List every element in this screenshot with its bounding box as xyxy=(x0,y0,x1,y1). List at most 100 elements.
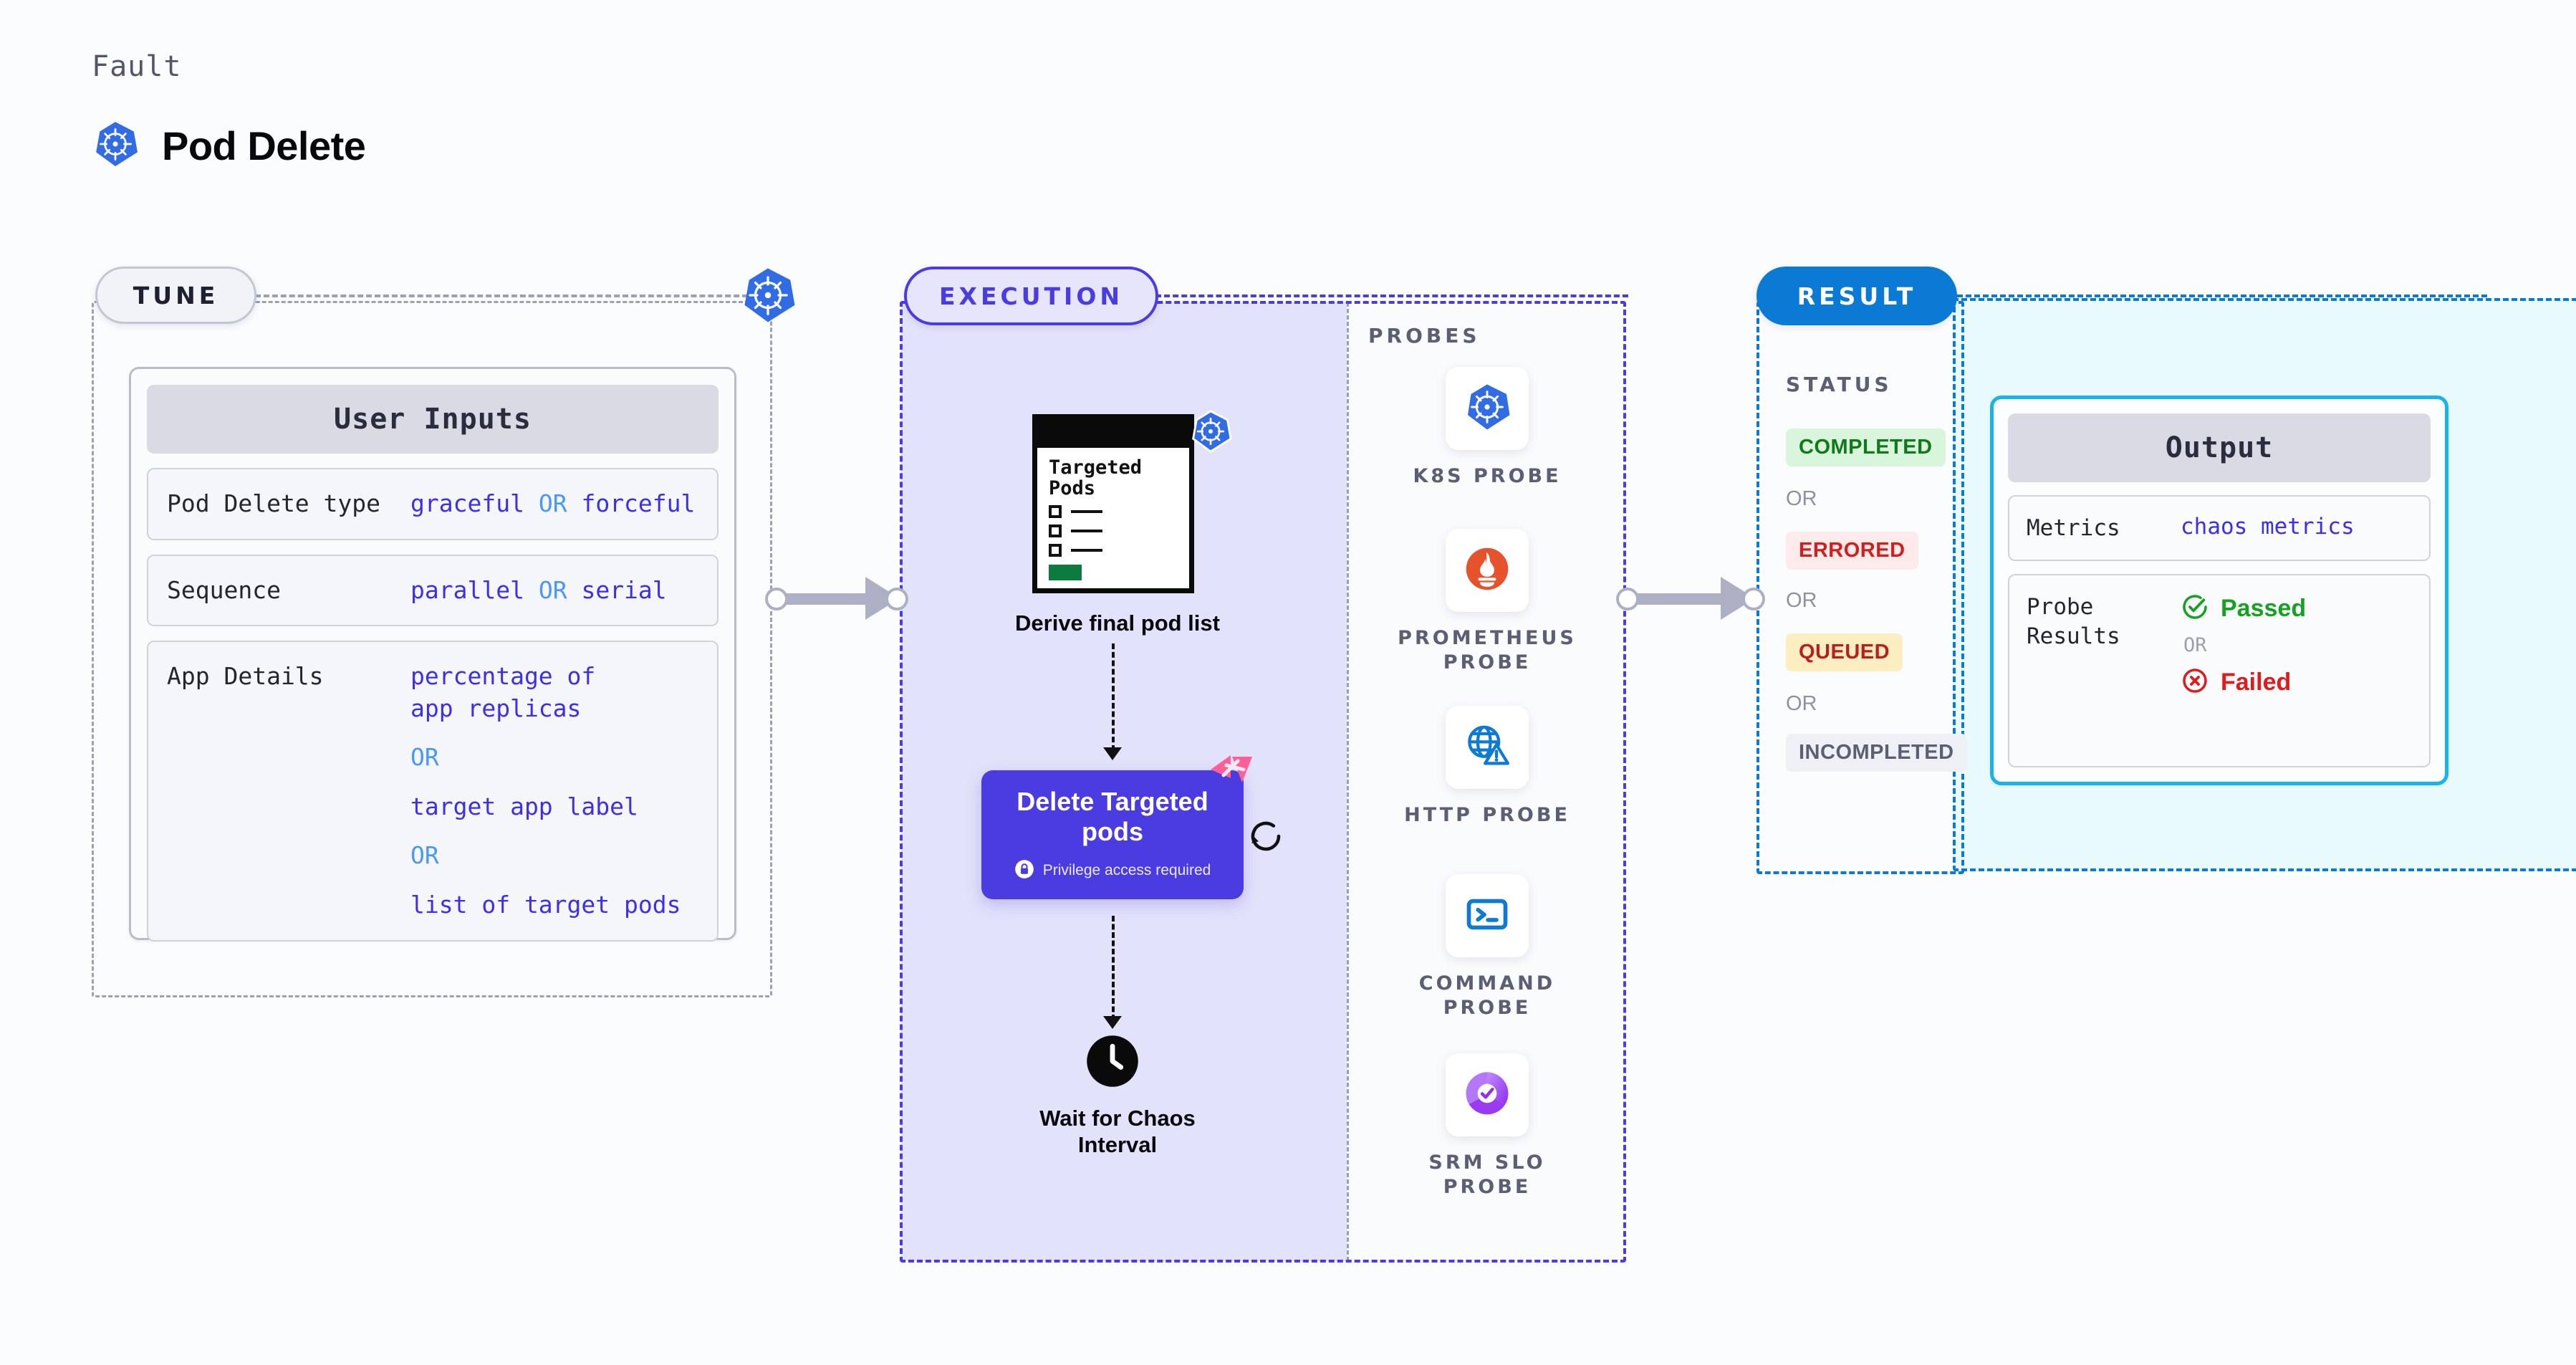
delete-targeted-pods-node[interactable]: Delete Targeted pods Privilege access re… xyxy=(981,770,1244,899)
status-badge-completed: COMPLETED xyxy=(1786,428,1946,466)
probe-icon-tile xyxy=(1446,1053,1529,1136)
targeted-pods-title-line2: Pods xyxy=(1049,476,1096,499)
execution-pill[interactable]: EXECUTION xyxy=(904,267,1158,325)
terminal-icon xyxy=(1463,890,1512,942)
checkbox-icon xyxy=(1049,525,1062,538)
row-key-line1: Probe xyxy=(2027,594,2094,621)
tune-to-execution-arrow xyxy=(765,566,908,631)
card-titlebar xyxy=(1037,419,1189,448)
targeted-pods-card: Targeted Pods xyxy=(1032,414,1194,593)
globe-warning-icon xyxy=(1463,722,1512,774)
probe-label-line1: SRM SLO xyxy=(1428,1151,1546,1174)
output-row-probe-results[interactable]: Probe Results Passed OR xyxy=(2008,574,2431,768)
execution-to-result-arrow xyxy=(1616,566,1767,631)
status-or: OR xyxy=(1786,692,1817,715)
probe-item-prometheus[interactable]: PROMETHEUS PROBE xyxy=(1347,529,1628,675)
pod-list-item xyxy=(1049,505,1178,519)
row-key: Sequence xyxy=(167,575,281,604)
probe-label-line1: COMMAND xyxy=(1418,972,1556,995)
value-forceful: forceful xyxy=(581,489,696,517)
status-badge-errored: ERRORED xyxy=(1786,532,1918,570)
output-row-metrics[interactable]: Metrics chaos metrics xyxy=(2008,495,2431,562)
fault-title-row: Pod Delete xyxy=(92,120,366,171)
row-value: percentage of app replicas OR target app… xyxy=(410,661,681,921)
privilege-notice: Privilege access required xyxy=(1014,859,1211,883)
checkbox-icon xyxy=(1049,505,1062,519)
probe-icon-tile xyxy=(1446,874,1529,957)
probe-label: COMMAND PROBE xyxy=(1419,972,1555,1020)
status-badge-queued: QUEUED xyxy=(1786,633,1903,671)
passed-label: Passed xyxy=(2221,594,2307,622)
probe-label-line2: PROBE xyxy=(1443,1175,1532,1198)
kubernetes-logo-icon xyxy=(92,120,139,171)
probe-result-values: Passed OR Failed xyxy=(2181,593,2306,698)
list-line xyxy=(1071,549,1102,552)
check-circle-icon xyxy=(2181,593,2209,624)
clock-icon xyxy=(1085,1033,1140,1089)
list-line xyxy=(1071,510,1102,514)
srm-slo-donut-icon xyxy=(1463,1069,1512,1121)
lock-icon xyxy=(1014,859,1034,883)
row-key: Pod Delete type xyxy=(167,489,381,517)
result-pill[interactable]: RESULT xyxy=(1756,267,1957,325)
kubernetes-badge-icon xyxy=(1189,410,1232,453)
probes-section-label: PROBES xyxy=(1368,324,1481,348)
row-value: parallel OR serial xyxy=(410,575,667,607)
input-row-sequence[interactable]: Sequence parallel OR serial xyxy=(147,554,719,627)
tune-panel xyxy=(92,301,772,997)
row-value: chaos metrics xyxy=(2181,514,2355,540)
execution-dashed-connector xyxy=(1155,294,1628,297)
page-title: Pod Delete xyxy=(162,123,366,168)
flow-connector-2 xyxy=(1112,916,1115,1020)
value-serial: serial xyxy=(581,575,667,604)
wait-label-line2: Interval xyxy=(1077,1132,1158,1158)
input-row-pod-delete-type[interactable]: Pod Delete type graceful OR forceful xyxy=(147,468,719,540)
or-separator: OR xyxy=(410,743,439,772)
probe-item-http[interactable]: HTTP PROBE xyxy=(1347,706,1628,828)
row-key: Metrics xyxy=(2027,515,2120,541)
kubernetes-logo-icon xyxy=(1461,381,1513,436)
probe-item-command[interactable]: COMMAND PROBE xyxy=(1347,874,1628,1020)
probe-result-failed: Failed xyxy=(2181,666,2306,698)
user-inputs-title: User Inputs xyxy=(147,385,719,454)
probe-label: SRM SLO PROBE xyxy=(1428,1151,1545,1199)
row-key: App Details xyxy=(167,662,324,691)
probe-item-srm-slo[interactable]: SRM SLO PROBE xyxy=(1347,1053,1628,1199)
value-graceful: graceful xyxy=(410,489,524,517)
or-separator: OR xyxy=(410,841,439,870)
result-dashed-connector xyxy=(1957,294,2487,297)
privilege-text: Privilege access required xyxy=(1042,862,1211,879)
value-target-app-label: target app label xyxy=(410,792,638,820)
probe-icon-tile xyxy=(1446,529,1529,612)
wait-for-chaos-interval-label: Wait for Chaos Interval xyxy=(931,1105,1304,1158)
probe-label-line1: PROMETHEUS xyxy=(1398,627,1577,649)
execution-panel xyxy=(900,301,1626,1263)
retry-loop-icon[interactable] xyxy=(1246,817,1285,856)
checkbox-icon xyxy=(1049,544,1062,557)
probe-item-k8s[interactable]: K8S PROBE xyxy=(1347,367,1628,489)
tune-dashed-connector xyxy=(255,294,756,297)
value-parallel: parallel xyxy=(410,575,524,604)
flow-arrowhead-2 xyxy=(1103,1016,1122,1029)
wait-label-line1: Wait for Chaos xyxy=(1039,1106,1196,1131)
or-separator: OR xyxy=(538,575,567,604)
value-percentage-replicas: percentage of app replicas xyxy=(410,662,596,722)
delete-title-line1: Delete Targeted xyxy=(1017,787,1208,817)
row-key-line2: Results xyxy=(2027,623,2120,649)
pod-list-item xyxy=(1049,544,1178,557)
probe-label: K8S PROBE xyxy=(1413,465,1562,487)
flow-arrowhead-1 xyxy=(1103,747,1122,760)
harness-chaos-badge-icon xyxy=(1209,754,1254,792)
status-or: OR xyxy=(1786,487,1817,510)
value-list-target-pods: list of target pods xyxy=(410,890,681,919)
output-card: Output Metrics chaos metrics Probe Resul… xyxy=(1990,396,2448,785)
status-or: OR xyxy=(1786,589,1817,612)
list-line xyxy=(1071,530,1102,533)
failed-label: Failed xyxy=(2221,668,2292,696)
probe-label: HTTP PROBE xyxy=(1404,804,1570,826)
probe-label-line2: PROBE xyxy=(1443,996,1532,1019)
status-section-label: STATUS xyxy=(1786,373,1893,396)
flow-connector-1 xyxy=(1112,643,1115,751)
tune-pill[interactable]: TUNE xyxy=(95,267,256,324)
input-row-app-details[interactable]: App Details percentage of app replicas O… xyxy=(147,641,719,942)
